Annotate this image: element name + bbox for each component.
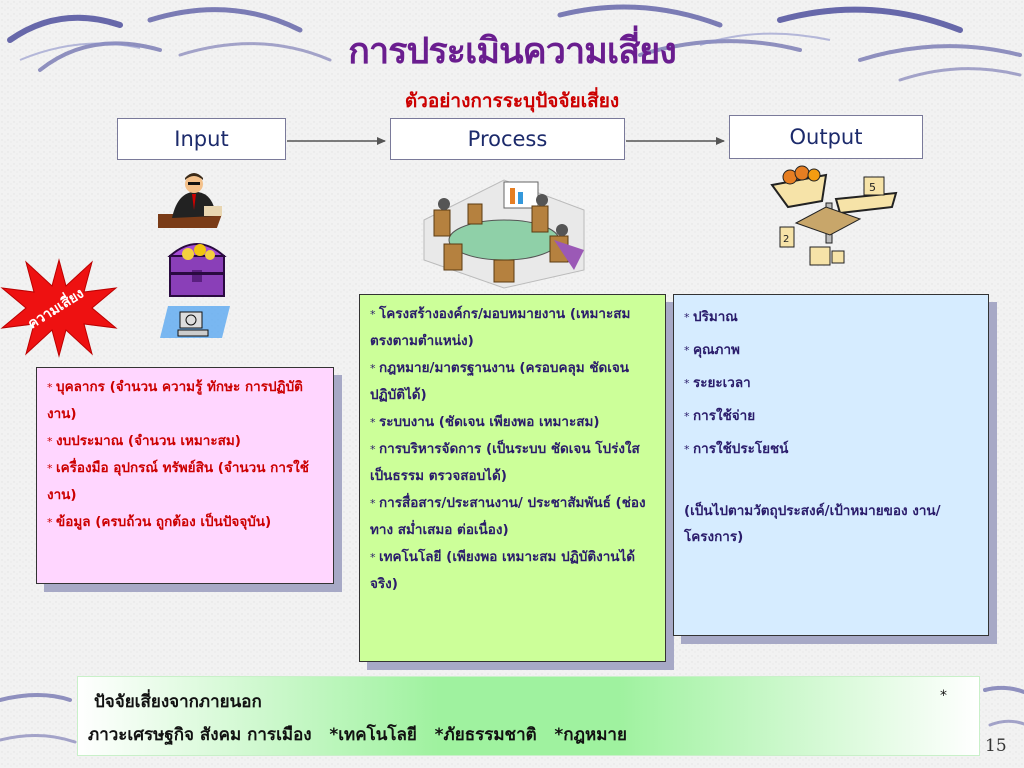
scale-weights-icon: 5 2 — [770, 165, 898, 266]
input-item: * เครื่องมือ อุปกรณ์ ทรัพย์สิน (จำนวน กา… — [47, 460, 309, 503]
treasure-chest-icon — [167, 243, 227, 297]
output-box: Output — [729, 115, 923, 159]
input-item: * งบประมาณ (จำนวน เหมาะสม) — [47, 433, 241, 449]
meeting-room-icon — [423, 179, 585, 289]
flow-arrows — [287, 137, 725, 145]
arrow-head-2 — [716, 137, 725, 145]
output-note: (เป็นไปตามวัตถุประสงค์/เป้าหมายของ งาน/โ… — [684, 503, 941, 545]
arrow-head-1 — [377, 137, 386, 145]
external-heading: ปัจจัยเสี่ยงจากภายนอก — [94, 692, 262, 712]
external-factors-bar: ปัจจัยเสี่ยงจากภายนอก * ภาวะเศรษฐกิจ สัง… — [77, 676, 980, 756]
external-star: * — [940, 688, 947, 704]
output-item: * คุณภาพ — [684, 342, 740, 358]
process-item: * โครงสร้างองค์กร/มอบหมายงาน (เหมาะสม ตร… — [370, 306, 631, 349]
risk-starburst-icon — [0, 258, 118, 358]
output-label: Output — [789, 125, 863, 149]
page-subtitle: ตัวอย่างการระบุปัจจัยเสี่ยง — [404, 90, 620, 112]
businessman-icon — [158, 173, 222, 228]
svg-text:2: 2 — [783, 234, 789, 245]
process-label: Process — [467, 127, 548, 151]
input-item: * ข้อมูล (ครบถ้วน ถูกต้อง เป็นปัจจุบัน) — [47, 514, 272, 530]
input-panel: * บุคลากร (จำนวน ความรู้ ทักษะ การปฏิบัต… — [36, 367, 334, 584]
process-panel: * โครงสร้างองค์กร/มอบหมายงาน (เหมาะสม ตร… — [359, 294, 666, 662]
process-item: * กฎหมาย/มาตรฐานงาน (ครอบคลุม ชัดเจน ปฏิ… — [370, 360, 630, 403]
output-item: * ปริมาณ — [684, 309, 738, 325]
page-title: การประเมินความเสี่ยง — [348, 30, 677, 72]
output-item: * การใช้ประโยชน์ — [684, 441, 789, 457]
process-box: Process — [390, 118, 625, 160]
process-item: * เทคโนโลยี (เพียงพอ เหมาะสม ปฏิบัติงานไ… — [370, 549, 636, 592]
input-item: * บุคลากร (จำนวน ความรู้ ทักษะ การปฏิบัต… — [47, 379, 303, 422]
process-item: * การสื่อสาร/ประสานงาน/ ประชาสัมพันธ์ (ช… — [370, 495, 646, 538]
svg-text:5: 5 — [869, 181, 876, 194]
page-number: 15 — [985, 736, 1007, 756]
output-item: * การใช้จ่าย — [684, 408, 756, 424]
output-item: * ระยะเวลา — [684, 375, 751, 391]
process-item: * ระบบงาน (ชัดเจน เพียงพอ เหมาะสม) — [370, 414, 600, 430]
computer-icon — [160, 306, 230, 338]
process-item: * การบริหารจัดการ (เป็นระบบ ชัดเจน โปร่ง… — [370, 441, 640, 484]
output-panel: * ปริมาณ * คุณภาพ * ระยะเวลา * การใช้จ่า… — [673, 294, 989, 636]
input-label: Input — [174, 127, 229, 151]
external-factors-list: ภาวะเศรษฐกิจ สังคม การเมือง *เทคโนโลยี *… — [88, 725, 627, 745]
input-box: Input — [117, 118, 286, 160]
